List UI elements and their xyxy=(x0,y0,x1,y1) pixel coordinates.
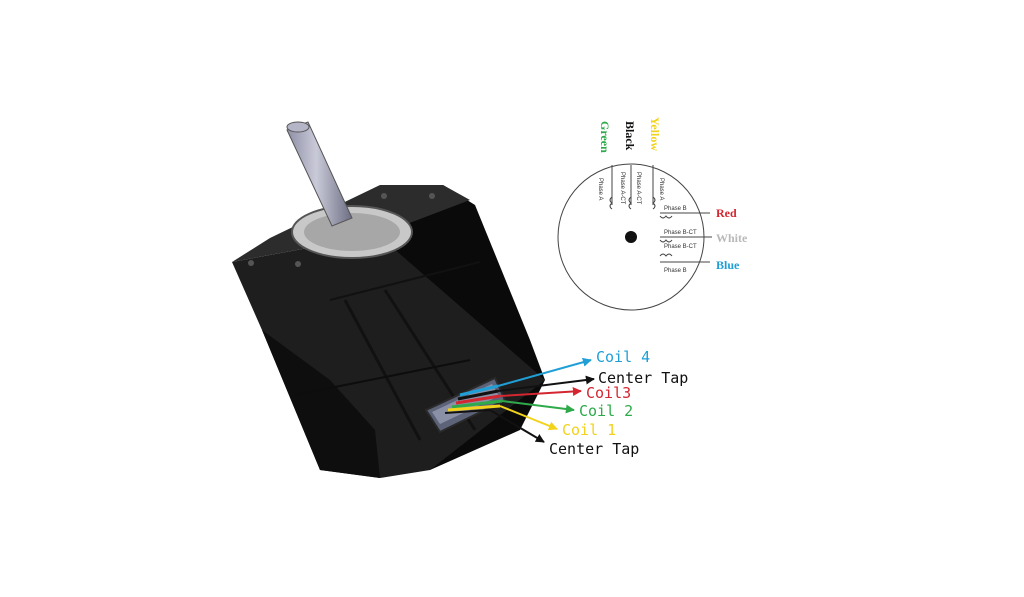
schematic-rotor-dot xyxy=(625,231,637,243)
motor-bottom-edge xyxy=(262,330,380,478)
mounting-hole xyxy=(381,193,387,199)
motor-groove xyxy=(343,299,422,441)
callout-coil-3: Coil3 xyxy=(586,384,631,402)
phase-b-coils xyxy=(659,215,673,257)
wiring-schematic: Phase A Phase A-CT Phase A-CT Phase A Ph… xyxy=(557,117,748,311)
motor-groove xyxy=(294,359,471,396)
wire-label-blue: Blue xyxy=(716,258,740,272)
callout-coil-1: Coil 1 xyxy=(562,421,616,439)
label-phase-b-ct-2: Phase B-CT xyxy=(664,244,697,250)
mounting-hole xyxy=(295,261,301,267)
wire-label-white: White xyxy=(716,231,748,245)
label-phase-b: Phase B xyxy=(664,206,687,212)
wire-label-green: Green xyxy=(598,121,612,153)
mounting-hole xyxy=(429,193,435,199)
mounting-hole xyxy=(248,260,254,266)
arrow-coil-3 xyxy=(499,387,582,397)
wire-label-yellow: Yellow xyxy=(648,117,662,151)
connector-wires xyxy=(444,384,503,414)
callout-coil-4: Coil 4 xyxy=(596,348,650,366)
callout-center-tap-top: Center Tap xyxy=(598,369,688,387)
shaft-tip xyxy=(286,121,310,133)
stepper-motor-illustration xyxy=(232,121,545,478)
arrow-center-tap-bottom xyxy=(489,409,545,443)
label-phase-a: Phase A xyxy=(597,178,603,200)
label-phase-a-ct-2: Phase A-CT xyxy=(635,172,641,205)
phase-a-coils xyxy=(609,196,656,210)
wire-label-red: Red xyxy=(716,206,737,220)
wire-label-black: Black xyxy=(623,121,637,151)
label-phase-b-2: Phase B xyxy=(664,268,687,274)
label-phase-a-ct-1: Phase A-CT xyxy=(619,172,625,205)
arrow-coil-1 xyxy=(499,405,558,431)
callout-coil-2: Coil 2 xyxy=(579,402,633,420)
label-phase-a-2: Phase A xyxy=(658,178,664,200)
arrow-coil-4 xyxy=(497,357,592,387)
arrow-center-tap-top xyxy=(497,375,595,392)
callout-arrows xyxy=(489,357,595,443)
arrow-coil-2 xyxy=(501,400,575,414)
motor-flange-inner xyxy=(304,213,400,251)
callout-labels: Coil 4 Center Tap Coil3 Coil 2 Coil 1 Ce… xyxy=(549,348,688,458)
motor-groove xyxy=(329,261,481,301)
label-phase-b-ct-1: Phase B-CT xyxy=(664,230,697,236)
callout-center-tap-bottom: Center Tap xyxy=(549,440,639,458)
